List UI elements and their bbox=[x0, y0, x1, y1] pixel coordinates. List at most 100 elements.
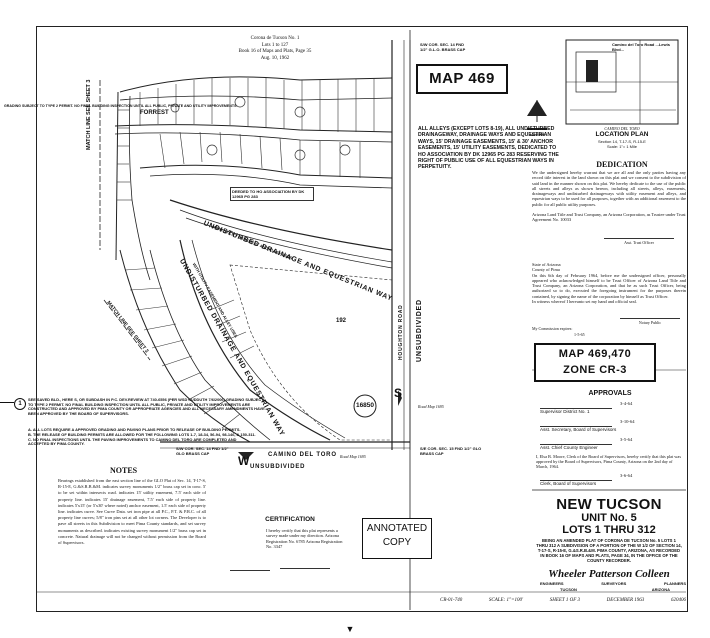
firm-state: ARIZONA bbox=[651, 587, 670, 592]
bottom-arrow-icon: ▼ bbox=[345, 624, 355, 634]
firm-role-3: PLANNERS bbox=[663, 581, 686, 586]
unsubdivided-south-label: UNSUBDIVIDED bbox=[250, 464, 306, 470]
ack-text: On this 6th day of February 1964, before… bbox=[532, 272, 686, 299]
annotation-note-a: A. ALL LOTS REQUIRE A APPROVED GRADING A… bbox=[28, 427, 241, 432]
corner-top-note: S/W COR. SEC. 14 FND 1/2" G.L.O. BRASS C… bbox=[420, 42, 500, 52]
location-plan-section: Section 14, T-17-S, R-15-E bbox=[598, 138, 646, 144]
notary-signature-line bbox=[620, 318, 680, 319]
ack-witness: In witness whereof I hereunto set my han… bbox=[532, 299, 637, 305]
road-map-label: Road Map 1695 bbox=[418, 404, 444, 409]
dedication-text: We the undersigned hereby warrant that w… bbox=[532, 170, 686, 207]
subdivision-lots: LOTS 1 THRU 312 bbox=[562, 524, 656, 536]
subdivision-description: BEING AN AMENDED PLAT OF CORONA DE TUCSO… bbox=[536, 538, 682, 564]
camino-road-map-ref: Road Map 1695 bbox=[340, 454, 366, 459]
zone-box-line2: ZONE CR-3 bbox=[563, 364, 627, 376]
dedication-trust-text: Arizona Land Title and Trust Company, an… bbox=[532, 212, 686, 223]
approvals-title: APPROVALS bbox=[588, 390, 632, 397]
dedication-signature-line bbox=[604, 238, 674, 239]
acknowledgement-block: State of Arizona County of Pima On this … bbox=[532, 262, 686, 304]
firm-role-2: SURVEYORS bbox=[601, 581, 627, 586]
corner-se-label: S/E COR. SEC. 15 FND 1/2" GLO BRASS CAP bbox=[420, 446, 482, 456]
annotated-copy-line1: ANNOTATED bbox=[366, 523, 428, 534]
firm-city: TUCSON bbox=[560, 587, 577, 592]
location-plan-scale: Scale: 1"= 1 Mile bbox=[607, 143, 637, 149]
certification-sig-line-2 bbox=[280, 568, 330, 569]
firm-roles: ENGINEERS SURVEYORS PLANNERS bbox=[540, 581, 686, 586]
subdivision-name: NEW TUCSON bbox=[556, 496, 662, 513]
footer-sheet: SHEET 1 OF 3 bbox=[549, 598, 581, 603]
footer-strip: CR-01-740 SCALE: 1"=100' SHEET 1 OF 3 DE… bbox=[440, 598, 686, 604]
footer-scale: SCALE: 1"=100' bbox=[488, 598, 524, 603]
annotation-note-b: B. THE RELEASE OF BUILDING PERMITS ARE A… bbox=[28, 431, 256, 437]
match-line-upper: MATCH LINE SEE SHEET 3 bbox=[86, 79, 92, 151]
certification-title: CERTIFICATION bbox=[265, 516, 315, 523]
clerk-date: 3-6-64 bbox=[620, 473, 633, 478]
parcel-number-label: 16850 bbox=[355, 402, 375, 409]
approval-sig-line-1 bbox=[540, 408, 612, 409]
approval-sig-line-3 bbox=[540, 444, 612, 445]
approval-date-1: 3-4-64 bbox=[620, 401, 633, 406]
footer-date: DECEMBER 1963 bbox=[606, 598, 645, 603]
clerk-sig-line bbox=[540, 480, 612, 481]
annotation-marker-leader bbox=[0, 402, 14, 403]
unsubdivided-east-label: UNSUBDIVIDED bbox=[416, 299, 423, 362]
approval-sig-line-2 bbox=[540, 426, 612, 427]
plat-sheet-border bbox=[36, 26, 688, 612]
annotated-copy-box: ANNOTATED COPY bbox=[362, 518, 432, 559]
alleys-dedication-note: ALL ALLEYS (EXCEPT LOTS 8-19), ALL UNDIS… bbox=[418, 126, 559, 171]
dedication-title: DEDICATION bbox=[596, 160, 648, 169]
houghton-road-label: HOUGHTON ROAD bbox=[398, 304, 404, 360]
footer-number: 620406 bbox=[670, 598, 686, 603]
notes-text: Bearings established from the east secti… bbox=[58, 478, 206, 546]
zone-box: MAP 469,470 ZONE CR-3 bbox=[534, 343, 656, 382]
section-letter-s: S bbox=[394, 386, 403, 400]
approval-label-2: Asst. Secretary, Board of Supervisors bbox=[540, 427, 617, 432]
firm-location: TUCSON ARIZONA bbox=[560, 587, 670, 592]
camino-del-toro-label: CAMINO DEL TORO bbox=[268, 452, 337, 458]
ack-state: State of Arizona bbox=[532, 262, 561, 267]
commission-label: My Commission expires: bbox=[532, 326, 573, 331]
annotated-copy-line2: COPY bbox=[382, 537, 412, 548]
location-plan-roadname: CAMINO DEL TORO bbox=[604, 126, 640, 131]
location-plan-caption: CAMINO DEL TORO LOCATION PLAN Section 14… bbox=[560, 126, 684, 149]
corner-sw-label: S/W COR. SEC. 14 FND 1/2" GLO BRASS CAP bbox=[176, 446, 229, 456]
firm-role-1: ENGINEERS bbox=[540, 581, 564, 586]
approval-date-3: 3-5-64 bbox=[620, 437, 633, 442]
forrest-street-label: FORREST bbox=[140, 110, 169, 116]
certification-sig-line-1 bbox=[230, 570, 270, 571]
top-reference-line3: Book 16 of Maps and Plats, Page 35 bbox=[238, 49, 312, 54]
north-label: NORTH bbox=[529, 132, 545, 137]
certification-text: I hereby certify that this plat represen… bbox=[266, 528, 343, 550]
approval-label-3: Asst. Chief County Engineer bbox=[540, 445, 598, 450]
annotation-stamp-main: SEE SAVED BLD., HERE S, OR SUBDASH IN P.… bbox=[28, 397, 265, 416]
annotation-note-c: C. NO FINAL INSPECTIONS UNTIL THE PAVING… bbox=[28, 436, 237, 447]
approval-date-2: 3-10-64 bbox=[620, 419, 635, 424]
corner-top-line2: 1/2" G.L.O. BRASS CAP bbox=[420, 47, 466, 52]
clerk-title: Clerk, Board of Supervisors bbox=[540, 481, 597, 486]
corner-top-line1: S/W COR. SEC. 14 FND bbox=[420, 42, 465, 47]
notes-title: NOTES bbox=[110, 466, 138, 475]
top-reference: Corona de Tucson No. 1 Lots 1 to 127 Boo… bbox=[220, 36, 330, 62]
commission-date: 1-5-65 bbox=[574, 332, 585, 337]
map-number-box: MAP 469 bbox=[416, 64, 508, 94]
deeded-label: DEEDED TO HO ASSOCIATION BY DK 12965 PG … bbox=[230, 187, 314, 201]
location-plan-road: Camino del Toro Road ...Lewis Blvd... bbox=[612, 42, 670, 52]
dedication-signer-title: Asst. Trust Officer bbox=[624, 240, 654, 245]
ack-county: County of Pima bbox=[532, 267, 560, 273]
top-reference-line1: Corona de Tucson No. 1 bbox=[250, 36, 300, 41]
lot-192-label: 192 bbox=[336, 318, 347, 324]
firm-name: Wheeler Patterson Colleen bbox=[548, 568, 670, 580]
annotation-marker: 1 bbox=[14, 398, 26, 410]
section-letter-w: W bbox=[238, 454, 250, 468]
footer-ref: CR-01-740 bbox=[440, 598, 463, 603]
zone-box-line1: MAP 469,470 bbox=[558, 348, 632, 360]
location-plan-title: LOCATION PLAN bbox=[595, 131, 649, 138]
top-reference-line4: Aug. 10, 1962 bbox=[260, 55, 290, 61]
annotation-stamp-top: GRADING SUBJECT TO TYPE 2 PERMIT. NO FIN… bbox=[4, 104, 237, 108]
top-reference-line2: Lots 1 to 127 bbox=[261, 42, 289, 48]
approval-label-1: Supervisor District No. 1 bbox=[540, 409, 590, 414]
subdivision-unit: UNIT No. 5 bbox=[581, 512, 637, 524]
annotation-stamp-notes: A. ALL LOTS REQUIRE A APPROVED GRADING A… bbox=[28, 427, 258, 447]
notary-label: Notary Public bbox=[638, 320, 662, 325]
